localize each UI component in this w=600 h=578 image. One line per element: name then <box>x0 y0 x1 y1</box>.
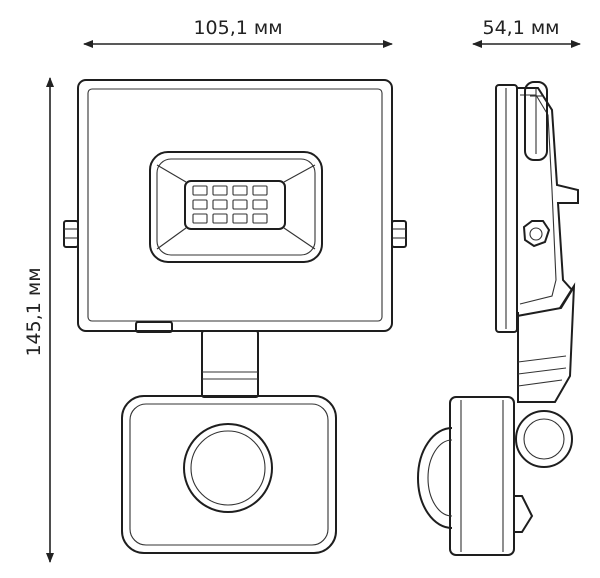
led-array <box>192 185 268 224</box>
side-bracket <box>524 81 548 161</box>
cable-gland <box>135 321 173 333</box>
floodlight-housing <box>77 79 393 332</box>
side-body-profile <box>516 87 579 318</box>
motion-sensor-body <box>121 395 337 554</box>
depth-dimension: 54,1 мм <box>472 17 581 48</box>
sensor-arm <box>201 330 259 398</box>
motion-sensor-lens <box>183 423 273 513</box>
side-adjust-knob <box>514 495 534 533</box>
depth-label: 54,1 мм <box>482 17 559 39</box>
side-sensor-dome <box>417 427 453 529</box>
side-view <box>417 81 579 556</box>
width-label: 105,1 мм <box>193 17 282 39</box>
lens-bezel <box>149 151 323 263</box>
width-dimension: 105,1 мм <box>83 17 393 48</box>
right-bolt <box>391 220 407 248</box>
led-window <box>184 180 286 230</box>
side-hex-bolt <box>522 220 551 248</box>
side-sensor-pivot <box>515 410 573 468</box>
side-sensor-body <box>449 396 515 556</box>
height-label: 145,1 мм <box>23 267 45 356</box>
side-arm <box>517 282 576 403</box>
housing-inner-frame <box>87 88 383 322</box>
left-bolt <box>63 220 79 248</box>
height-dimension: 145,1 мм <box>23 77 54 563</box>
front-view <box>63 79 407 554</box>
